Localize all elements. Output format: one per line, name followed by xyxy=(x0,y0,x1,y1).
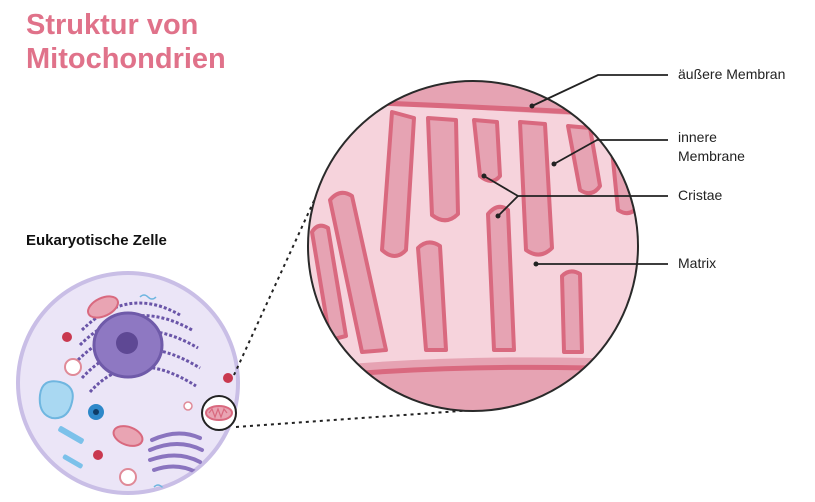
label-matrix: Matrix xyxy=(678,254,716,273)
label-outer-membrane: äußere Membran xyxy=(678,65,785,84)
vacuole xyxy=(40,381,73,418)
label-inner-membrane-line2: Membrane xyxy=(678,147,745,166)
lysosome xyxy=(62,332,72,342)
eukaryotic-cell xyxy=(18,273,238,493)
mitochondrion-closeup xyxy=(300,60,650,430)
lysosome xyxy=(93,450,103,460)
label-cristae: Cristae xyxy=(678,186,722,205)
centrosome xyxy=(88,404,104,420)
vesicle xyxy=(65,359,81,375)
nucleus xyxy=(94,313,162,377)
label-inner-membrane: innere Membrane xyxy=(678,128,745,166)
label-inner-membrane-line1: innere xyxy=(678,128,745,147)
vesicle xyxy=(120,469,136,485)
lysosome xyxy=(223,373,233,383)
vesicle xyxy=(184,402,192,410)
highlighted-mitochondrion xyxy=(202,396,236,430)
